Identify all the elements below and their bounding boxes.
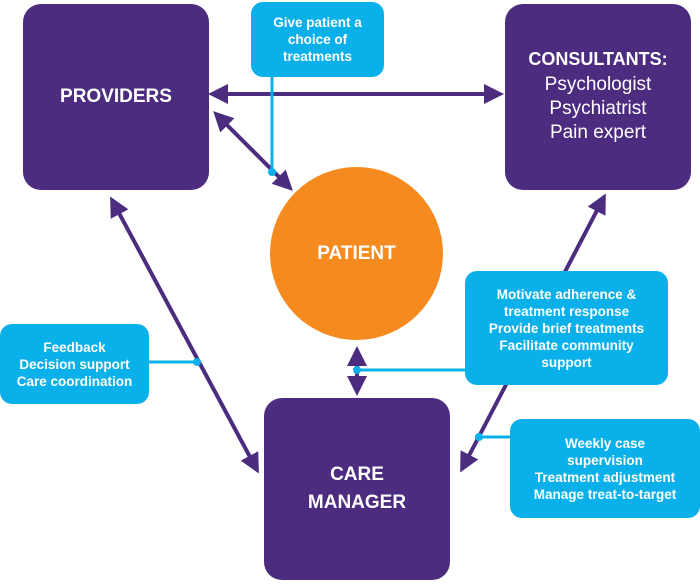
callout-line: support	[541, 354, 592, 370]
providers-label: PROVIDERS	[60, 86, 172, 107]
callout-line: Care coordination	[16, 373, 133, 389]
callout-feedback: Feedback Decision support Care coordinat…	[0, 324, 149, 404]
callout-line: supervision	[567, 452, 643, 468]
leader-weekly-dot	[475, 433, 483, 441]
leader-motivate-dot	[353, 366, 361, 374]
callout-line: Give patient a	[273, 15, 362, 30]
callout-choice: Give patient a choice of treatments	[251, 2, 384, 77]
consultant-item: Pain expert	[549, 122, 647, 143]
consultant-item: Psychologist	[544, 74, 652, 95]
callout-line: Facilitate community	[499, 337, 634, 353]
patient-label: PATIENT	[317, 242, 396, 264]
care-manager-label-line: CARE	[330, 464, 384, 485]
callout-line: Treatment adjustment	[534, 469, 676, 485]
arrow-providers-caremanager	[110, 196, 259, 474]
leader-choice-dot	[268, 168, 276, 176]
consultants-node: CONSULTANTS: Psychologist Psychiatrist P…	[505, 4, 691, 190]
arrow-providers-patient	[213, 111, 293, 191]
callout-line: treatments	[282, 49, 353, 64]
callout-weekly: Weekly case supervision Treatment adjust…	[510, 419, 700, 518]
callout-line: Feedback	[43, 339, 106, 355]
leader-feedback-dot	[193, 358, 201, 366]
callout-line: Manage treat-to-target	[533, 486, 677, 502]
patient-node: PATIENT	[270, 167, 443, 340]
callout-line: Motivate adherence &	[496, 286, 637, 302]
callout-line: treatment response	[503, 303, 630, 319]
care-manager-label-line: MANAGER	[307, 492, 407, 513]
callout-motivate: Motivate adherence & treatment response …	[465, 271, 668, 385]
consultants-title: CONSULTANTS:	[528, 49, 668, 69]
callout-line: Weekly case	[564, 435, 646, 451]
callout-line: Provide brief treatments	[488, 320, 645, 336]
callout-line: Decision support	[19, 356, 130, 372]
callout-line: choice of	[287, 32, 348, 47]
care-manager-node: CARE MANAGER	[264, 398, 450, 580]
providers-node: PROVIDERS	[23, 4, 209, 190]
consultant-item: Psychiatrist	[549, 98, 647, 119]
